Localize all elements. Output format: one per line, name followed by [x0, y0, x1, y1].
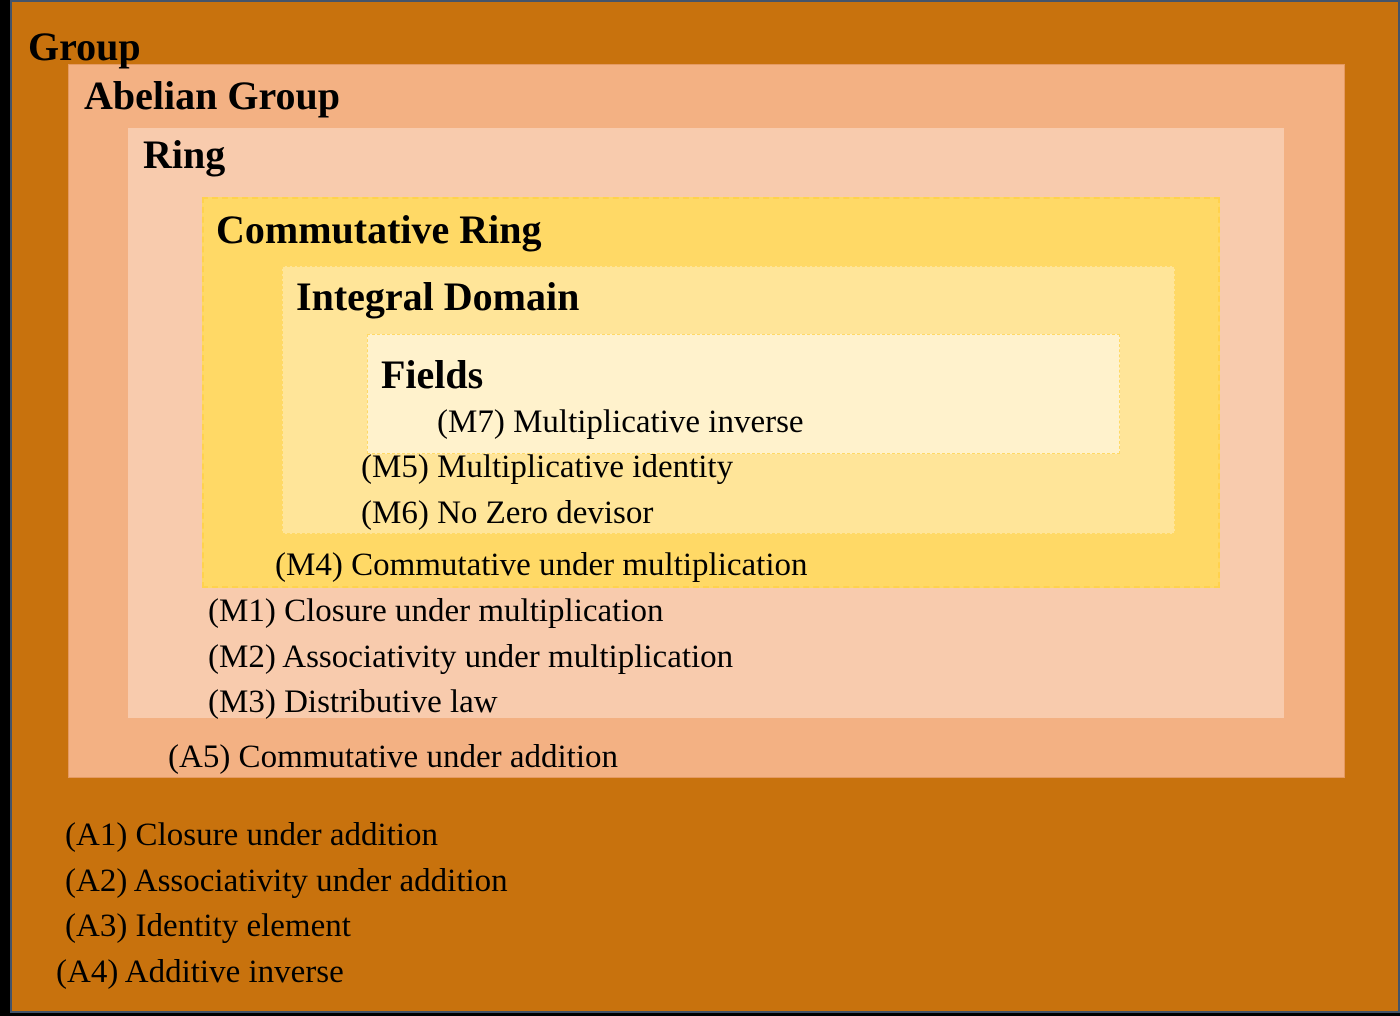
integral-domain-title: Integral Domain [296, 274, 580, 319]
property-m2: (M2) Associativity under multiplication [208, 639, 734, 675]
property-a3: (A3) Identity element [65, 908, 351, 944]
ring-title: Ring [143, 132, 226, 177]
property-a4: (A4) Additive inverse [56, 954, 344, 990]
property-a5: (A5) Commutative under addition [168, 739, 618, 775]
commutative-ring-title: Commutative Ring [216, 207, 542, 252]
property-m5: (M5) Multiplicative identity [361, 449, 734, 485]
group-title: Group [28, 24, 141, 69]
fields-title: Fields [381, 352, 484, 397]
property-m1: (M1) Closure under multiplication [208, 593, 664, 629]
fields-box [367, 334, 1120, 454]
property-m6: (M6) No Zero devisor [361, 495, 654, 531]
property-m3: (M3) Distributive law [208, 684, 498, 720]
property-m7: (M7) Multiplicative inverse [437, 404, 804, 440]
property-a2: (A2) Associativity under addition [65, 863, 508, 899]
property-a1: (A1) Closure under addition [65, 817, 439, 853]
abelian-group-title: Abelian Group [84, 73, 340, 118]
property-m4: (M4) Commutative under multiplication [275, 547, 808, 583]
